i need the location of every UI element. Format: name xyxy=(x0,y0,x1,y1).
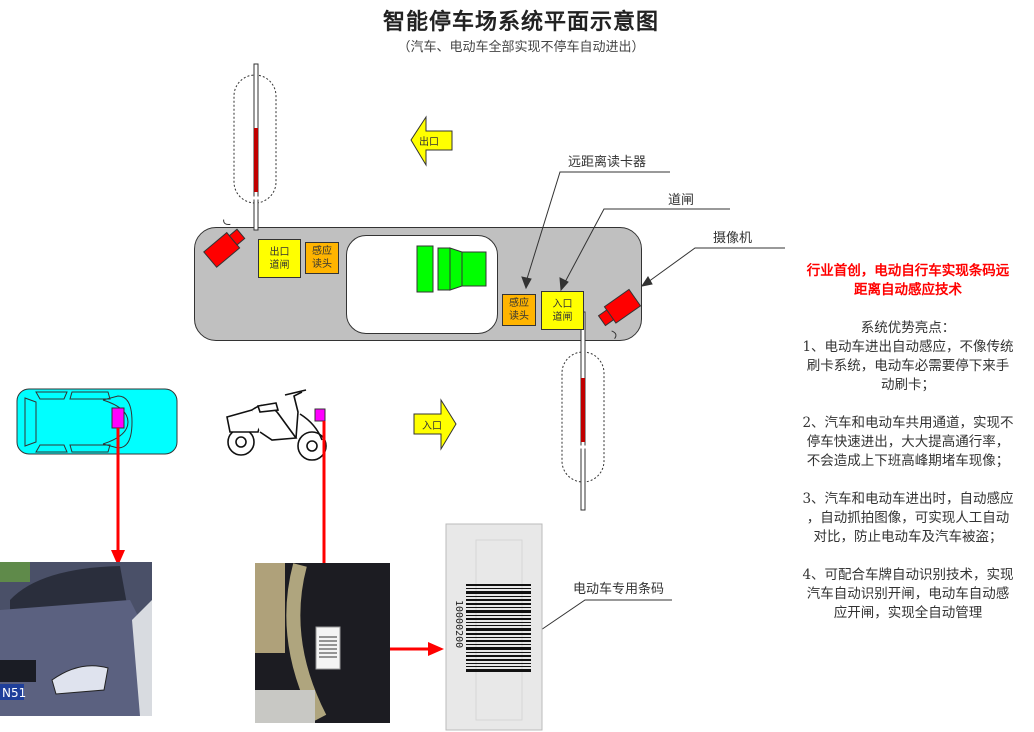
sidebar: 行业首创，电动自行车实现条码远 距离自动感应技术 系统优势亮点： 1、电动车进出… xyxy=(782,262,1034,623)
advantage-point: 3、汽车和电动车进出时，自动感应 ，自动抓拍图像，可实现人工自动对比，防止电动车及… xyxy=(782,490,1034,547)
advantage-line: 停车快速进出，大大提高通行率， xyxy=(806,434,1010,450)
advantage-line: ，自动抓拍图像，可实现人工自动 xyxy=(806,510,1010,526)
license-plate-text: N51 xyxy=(2,686,26,700)
camera-icon-entry xyxy=(597,288,642,339)
barcode-bar xyxy=(466,603,531,605)
entry-reader-label-2: 读头 xyxy=(509,311,529,322)
car-photo: N51 xyxy=(0,562,152,716)
barcode-bar xyxy=(466,615,531,616)
advantage-line: 4、可配合车牌自动识别技术，实现 xyxy=(802,567,1014,583)
barcode-bar xyxy=(466,633,531,635)
bike-tag-photo xyxy=(255,563,390,723)
barcode-bar xyxy=(466,599,531,601)
headline: 行业首创，电动自行车实现条码远 距离自动感应技术 xyxy=(782,262,1034,300)
entry-gate-label-2: 道闸 xyxy=(552,311,573,323)
kiosk-icon xyxy=(416,245,487,293)
barcode-bar xyxy=(466,628,531,631)
barcode-bar xyxy=(466,584,531,586)
exit-gate-box: 出口道闸 xyxy=(258,239,301,278)
barcode-bar xyxy=(466,618,531,620)
barcode-bars xyxy=(466,584,531,672)
advantage-line: 3、汽车和电动车进出时，自动感应 xyxy=(802,491,1014,507)
callout-gate-label: 道闸 xyxy=(668,193,695,208)
entry-direction-arrow xyxy=(413,398,457,451)
advantage-line: 对比，防止电动车及汽车被盗； xyxy=(813,529,1003,545)
advantage-line: 刷卡系统，电动车必需要停下来手 xyxy=(806,358,1010,374)
callout-barcode-line xyxy=(528,599,672,638)
entry-arrow-label: 入口 xyxy=(422,421,442,432)
advantages-title: 系统优势亮点： xyxy=(860,320,956,336)
advantage-point: 1、电动车进出自动感应，不像传统刷卡系统，电动车必需要停下来手动刷卡； xyxy=(782,338,1034,395)
car-tag-icon xyxy=(111,407,125,429)
advantage-line: 不会造成上下班高峰期堵车现像； xyxy=(806,453,1010,469)
callout-barcode-label: 电动车专用条码 xyxy=(573,582,665,597)
headline-line-1: 行业首创，电动自行车实现条码远 xyxy=(806,263,1010,279)
callout-reader-line xyxy=(521,171,670,290)
exit-barrier-red-section xyxy=(254,128,258,192)
entry-gate-box: 入口道闸 xyxy=(541,291,584,330)
entry-reader-label-1: 感应 xyxy=(509,298,529,309)
camera-icon-exit xyxy=(203,219,246,268)
barcode-bar xyxy=(466,610,531,613)
red-arrow-car-to-photo xyxy=(111,428,125,566)
exit-reader-label-1: 感应 xyxy=(312,246,332,257)
electric-bike-icon xyxy=(226,389,327,461)
advantage-line: 1、电动车进出自动感应，不像传统 xyxy=(802,339,1014,355)
barcode-bar xyxy=(466,659,531,661)
barcode-bar xyxy=(466,652,531,653)
barcode-bar xyxy=(466,663,531,664)
advantage-line: 应开闸，实现全自动管理 xyxy=(833,605,983,621)
car-top-view-icon xyxy=(16,388,178,455)
barcode-bar xyxy=(466,655,531,657)
exit-arrow-label: 出口 xyxy=(419,137,439,148)
barcode-bar xyxy=(466,666,531,667)
barcode-bar xyxy=(466,647,531,650)
headline-line-2: 距离自动感应技术 xyxy=(854,282,962,298)
barcode-bar xyxy=(466,640,531,642)
advantages-list: 1、电动车进出自动感应，不像传统刷卡系统，电动车必需要停下来手动刷卡； 2、汽车和… xyxy=(782,338,1034,623)
advantage-point: 2、汽车和电动车共用通道，实现不停车快速进出，大大提高通行率， 不会造成上下班高峰… xyxy=(782,414,1034,471)
barcode-bar xyxy=(466,669,531,672)
barcode-bar xyxy=(466,607,531,608)
bike-tag-icon xyxy=(314,408,326,422)
entry-gate-label-1: 入口 xyxy=(552,298,573,310)
advantage-point: 4、可配合车牌自动识别技术，实现汽车自动识别开闸，电动车自动感应开闸，实现全自动… xyxy=(782,566,1034,623)
exit-reader-box: 感应读头 xyxy=(305,242,339,274)
callout-camera-line xyxy=(640,247,785,287)
entry-reader-box: 感应读头 xyxy=(502,294,536,326)
barcode-bar xyxy=(466,637,531,638)
entry-barrier-red-section xyxy=(581,378,585,442)
barcode-number: 10000200 xyxy=(453,600,464,648)
barcode-bar xyxy=(466,588,531,589)
callout-reader-label: 远距离读卡器 xyxy=(568,155,647,170)
callout-camera-label: 摄像机 xyxy=(713,231,753,246)
entry-barrier-arm xyxy=(561,311,605,511)
exit-gate-label-1: 出口 xyxy=(269,246,290,258)
barcode-bar xyxy=(466,591,531,594)
barcode-bar xyxy=(466,622,531,623)
exit-barrier-arm xyxy=(233,63,277,231)
advantage-line: 2、汽车和电动车共用通道，实现不 xyxy=(802,415,1014,431)
advantage-line: 汽车自动识别开闸，电动车自动感 xyxy=(806,586,1010,602)
barcode-bar xyxy=(466,644,531,645)
exit-reader-label-2: 读头 xyxy=(312,259,332,270)
diagram-title: 智能停车场系统平面示意图 xyxy=(382,9,659,35)
callout-gate-line xyxy=(559,208,730,292)
diagram-subtitle: （汽车、电动车全部实现不停车自动进出） xyxy=(397,40,645,55)
exit-direction-arrow xyxy=(410,115,453,167)
barcode-bar xyxy=(466,625,531,626)
exit-gate-label-2: 道闸 xyxy=(269,259,290,271)
barcode-bar xyxy=(466,596,531,597)
advantage-line: 动刷卡； xyxy=(881,377,935,393)
barcode-card: 10000200 xyxy=(445,523,543,731)
